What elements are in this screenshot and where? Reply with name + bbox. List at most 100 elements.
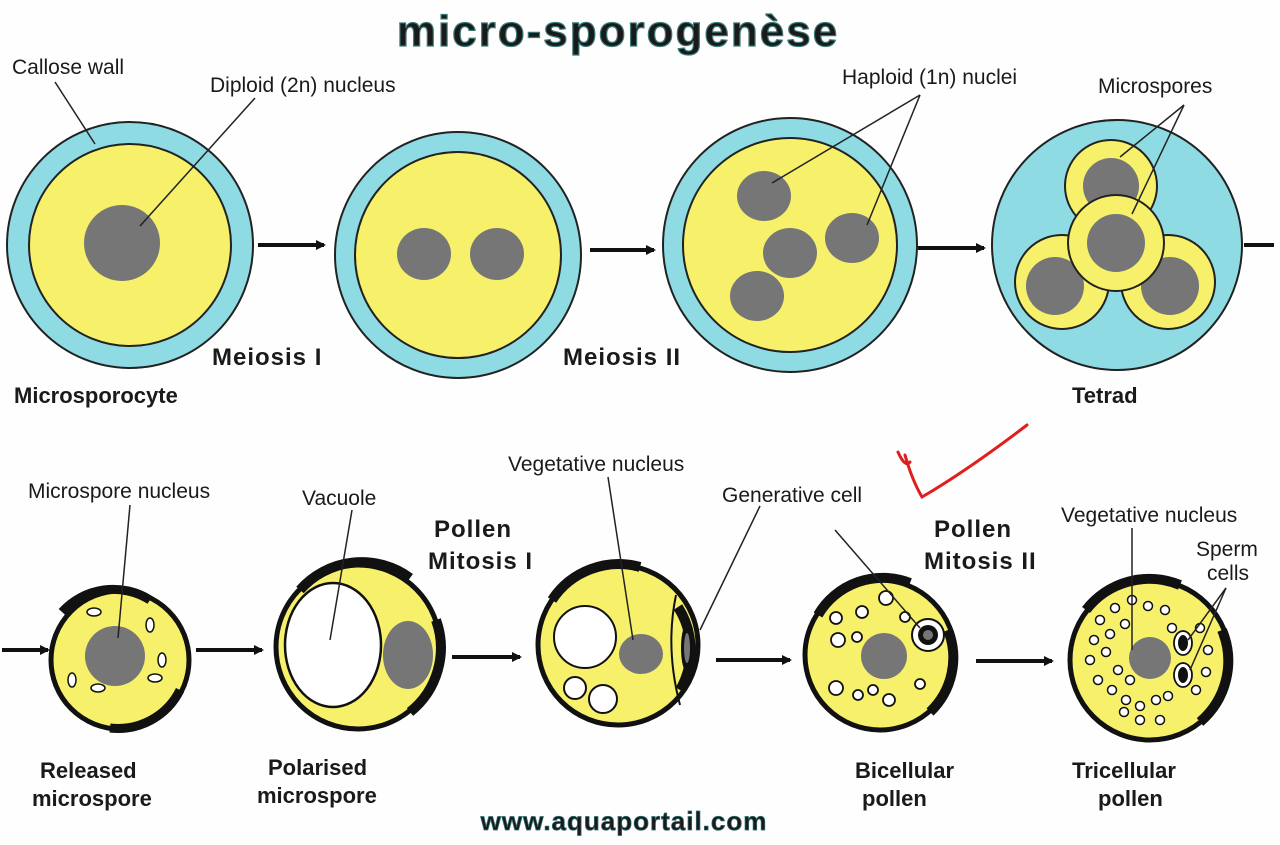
small-vacuole bbox=[882, 693, 896, 707]
exine-thickening bbox=[109, 687, 185, 733]
meiosis-one-label: Meiosis I bbox=[212, 344, 322, 371]
small-vacuole bbox=[1112, 664, 1124, 676]
cytoplasm bbox=[354, 151, 562, 359]
small-vacuole bbox=[1100, 646, 1112, 658]
pollen-mitosis-two-label-line2: Mitosis II bbox=[924, 548, 1037, 575]
tetrad-cell bbox=[991, 119, 1243, 371]
sperm-nucleus bbox=[1178, 635, 1188, 651]
small-vacuole bbox=[1154, 714, 1166, 726]
tricellular-pollen-cell bbox=[1067, 573, 1234, 743]
small-vacuole bbox=[1162, 690, 1174, 702]
exine-thickening bbox=[296, 557, 413, 594]
exine-thickening bbox=[58, 584, 153, 616]
generative-cell-label: Generative cell bbox=[722, 484, 862, 507]
small-vacuole bbox=[1134, 700, 1146, 712]
nucleus bbox=[397, 228, 451, 280]
small-vacuole bbox=[1119, 618, 1131, 630]
small-vacuole bbox=[1118, 706, 1130, 718]
pollen-mitosis-two-label-line1: Pollen bbox=[934, 516, 1012, 543]
small-vacuole bbox=[1159, 604, 1171, 616]
small-vacuole bbox=[829, 611, 843, 625]
diploid-nucleus-pointer bbox=[139, 97, 256, 227]
small-vacuole bbox=[828, 680, 844, 696]
small-vacuole bbox=[1124, 674, 1136, 686]
title-text: micro-sporogenèse bbox=[397, 7, 839, 56]
generative-cell-pointer-b bbox=[834, 529, 921, 629]
polarised-microspore-cell bbox=[273, 557, 446, 732]
microspore-nucleus bbox=[383, 621, 433, 689]
vacuole bbox=[553, 605, 617, 669]
small-vacuole bbox=[1202, 644, 1214, 656]
website-text: www.aquaportail.com bbox=[480, 806, 768, 836]
microspores-pointer-a bbox=[1119, 104, 1185, 158]
diploid-nucleus-label: Diploid (2n) nucleus bbox=[210, 74, 396, 97]
microsporocyte-cell bbox=[6, 121, 254, 369]
vegetative-nucleus-label: Vegetative nucleus bbox=[508, 453, 684, 476]
vegetative-nucleus-pointer bbox=[607, 476, 634, 641]
sperm-cells-label-line2: cells bbox=[1207, 562, 1249, 585]
tetrad-label: Tetrad bbox=[1072, 383, 1138, 408]
haploid-nucleus bbox=[730, 271, 784, 321]
small-vesicle bbox=[86, 607, 102, 617]
nucleus bbox=[1087, 214, 1145, 272]
tricellular-pollen-label-line2: pollen bbox=[1098, 786, 1163, 811]
generative-nucleus-core bbox=[684, 633, 690, 663]
generative-cell-pointer bbox=[699, 505, 761, 631]
nucleus bbox=[1026, 257, 1084, 315]
small-vacuole bbox=[1084, 654, 1096, 666]
haploid-nuclei-label: Haploid (1n) nuclei bbox=[842, 66, 1017, 89]
small-vesicle bbox=[145, 617, 155, 633]
microspore-nucleus bbox=[85, 626, 145, 686]
exine-thickening bbox=[406, 618, 446, 716]
small-vesicle bbox=[157, 652, 167, 668]
callose-wall-pointer bbox=[54, 81, 96, 145]
small-vacuole bbox=[914, 678, 926, 690]
vacuole bbox=[563, 676, 587, 700]
sperm-nucleus bbox=[1178, 667, 1188, 683]
small-vacuole bbox=[899, 611, 911, 623]
exine-thickening bbox=[1196, 628, 1234, 726]
polarised-microspore-label-line2: microspore bbox=[257, 783, 377, 808]
small-vacuole bbox=[1104, 628, 1116, 640]
small-vacuoles-group bbox=[1084, 594, 1214, 726]
small-vesicle bbox=[90, 683, 106, 693]
bicellular-pollen-cell bbox=[802, 572, 959, 733]
small-vacuole bbox=[1134, 714, 1146, 726]
nucleus bbox=[470, 228, 524, 280]
pollen-mitosis-one-label-line1: Pollen bbox=[434, 516, 512, 543]
microspore-nucleus-pointer bbox=[117, 504, 131, 639]
vacuole-label: Vacuole bbox=[302, 487, 376, 510]
small-vacuole bbox=[1106, 684, 1118, 696]
microspore-nucleus-label: Microspore nucleus bbox=[28, 480, 210, 503]
small-vacuole bbox=[867, 684, 879, 696]
small-vacuole bbox=[1092, 674, 1104, 686]
tricellular-pollen-label-line1: Tricellular bbox=[1072, 758, 1176, 783]
sperm-cells-pointer-b bbox=[1189, 587, 1227, 671]
small-vacuole bbox=[852, 689, 864, 701]
small-vacuole bbox=[1120, 694, 1132, 706]
small-vacuole bbox=[1088, 634, 1100, 646]
small-vacuole bbox=[1166, 622, 1178, 634]
small-vacuole bbox=[855, 605, 869, 619]
haploid-nucleus bbox=[763, 228, 817, 278]
meiosis-two-label: Meiosis II bbox=[563, 344, 681, 371]
released-microspore-label-line1: Released bbox=[40, 758, 137, 783]
small-vacuole bbox=[1142, 600, 1154, 612]
bicellular-pollen-label-line2: pollen bbox=[862, 786, 927, 811]
vegetative-nucleus bbox=[1129, 637, 1171, 679]
exine-thickening bbox=[1082, 573, 1182, 614]
exine-thickening bbox=[813, 572, 912, 618]
pollen-mitosis-one-label-line2: Mitosis I bbox=[428, 548, 533, 575]
microsporocyte-label: Microsporocyte bbox=[14, 383, 178, 408]
exine-thickening bbox=[547, 559, 642, 603]
released-microspore-label-line2: microspore bbox=[32, 786, 152, 811]
pollen-mitosis-one-cell bbox=[535, 559, 701, 728]
sperm-cells-pointer-a bbox=[1187, 587, 1227, 641]
small-vacuole bbox=[1200, 666, 1212, 678]
vacuole-pointer bbox=[329, 509, 353, 641]
microspores-label: Microspores bbox=[1098, 75, 1212, 98]
vegetative-nucleus bbox=[861, 633, 907, 679]
small-vacuole bbox=[830, 632, 846, 648]
cell-plate bbox=[670, 594, 681, 706]
